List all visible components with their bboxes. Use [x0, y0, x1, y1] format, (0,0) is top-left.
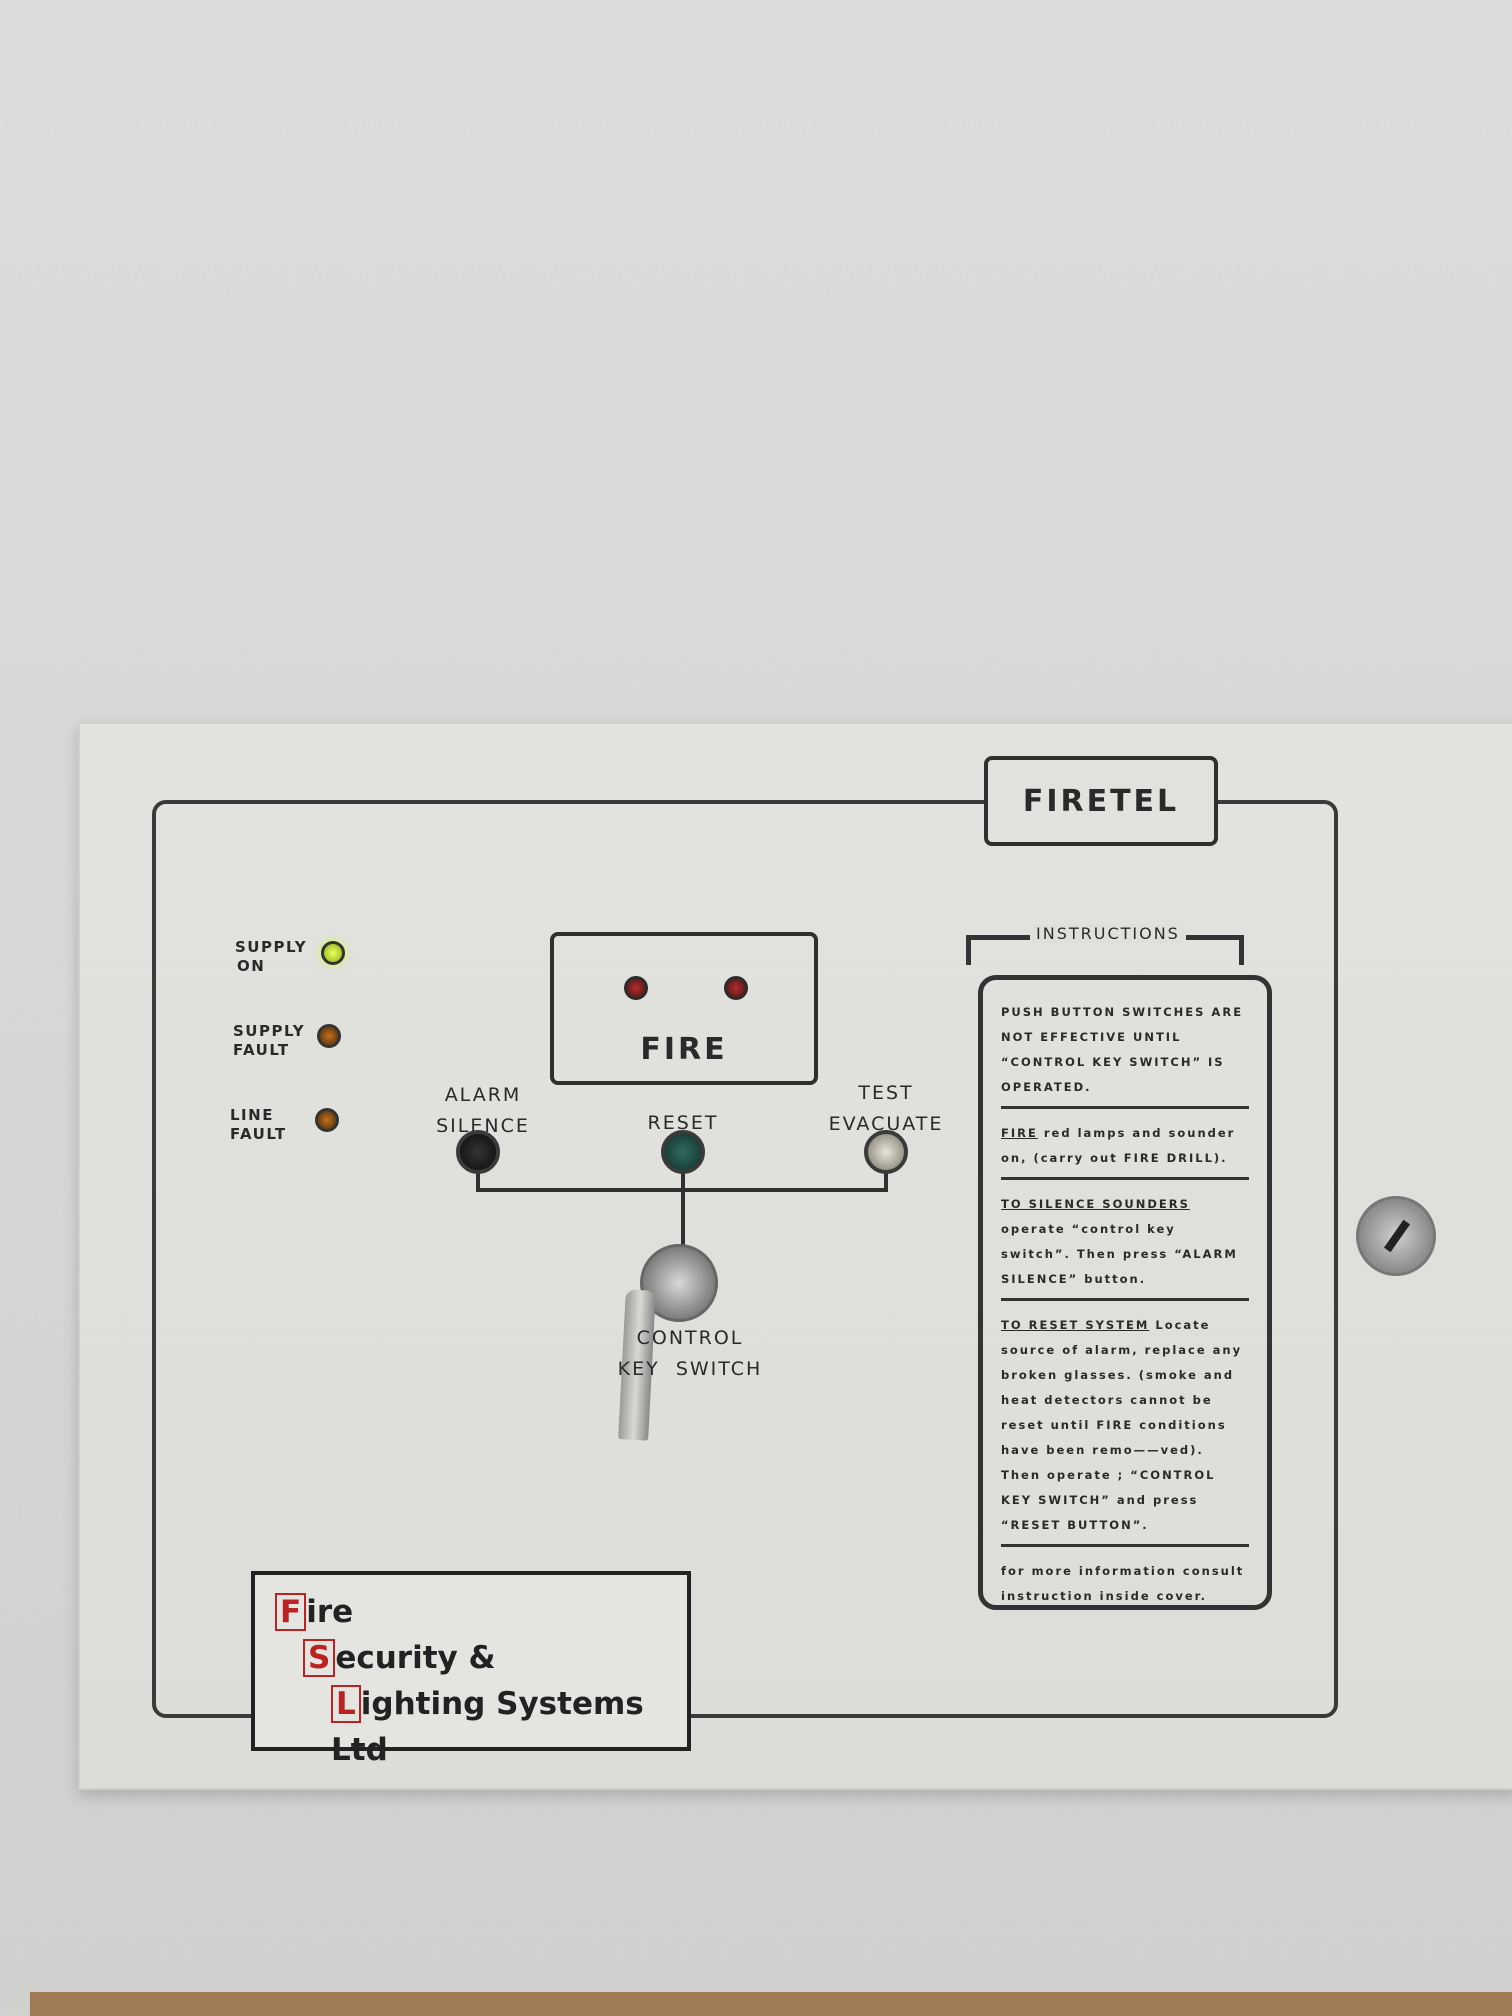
label-line: KEY SWITCH — [617, 1358, 763, 1380]
alarm-silence-button[interactable] — [456, 1130, 500, 1174]
instructions-box: PUSH BUTTON SWITCHES ARE NOT EFFECTIVE U… — [978, 975, 1272, 1610]
logo-initial: S — [303, 1639, 336, 1677]
logo-word: ecurity & — [335, 1640, 496, 1676]
instruction-body: Locate source of alarm, replace any brok… — [1001, 1318, 1243, 1532]
instructions-title: INSTRUCTIONS — [1030, 924, 1186, 943]
fire-lamp-right — [724, 976, 748, 1000]
test-evacuate-label: TEST EVACUATE — [829, 1078, 944, 1140]
instruction-text: TO SILENCE SOUNDERS operate “control key… — [1001, 1192, 1249, 1292]
instruction-text: for more information consult instruction… — [1001, 1564, 1245, 1603]
reset-button[interactable] — [661, 1130, 705, 1174]
instruction-body: red lamps and sounder on, (carry out FIR… — [1001, 1126, 1236, 1165]
control-key-switch-label: CONTROL KEY SWITCH — [618, 1323, 763, 1385]
label-line: FAULT — [233, 1041, 290, 1059]
label-line: ON — [237, 957, 266, 975]
supply-fault-led — [317, 1024, 341, 1048]
instruction-heading: TO RESET SYSTEM — [1001, 1318, 1150, 1332]
wire — [681, 1152, 685, 1264]
label-line: TEST — [858, 1082, 914, 1104]
fire-indicator-box: FIRE — [550, 932, 818, 1085]
divider — [1001, 1177, 1249, 1180]
label-line: ALARM — [444, 1084, 522, 1106]
supply-on-led — [321, 941, 345, 965]
logo-initial: F — [275, 1593, 307, 1631]
instruction-body: operate “control key switch”. Then press… — [1001, 1222, 1238, 1286]
keyhole-icon — [1383, 1219, 1411, 1253]
test-evacuate-button[interactable] — [864, 1130, 908, 1174]
label-line: SUPPLY — [235, 938, 308, 956]
divider — [1001, 1106, 1249, 1109]
brand-label: FIRETEL — [984, 756, 1218, 846]
label-line: CONTROL — [636, 1327, 744, 1349]
logo-word: ighting Systems Ltd — [331, 1686, 644, 1768]
instruction-heading: FIRE — [1001, 1126, 1038, 1140]
alarm-silence-label: ALARM SILENCE — [436, 1080, 530, 1142]
label-line: LINE — [230, 1106, 274, 1124]
label-line: EVACUATE — [828, 1113, 944, 1135]
label-line: FAULT — [230, 1125, 287, 1143]
fire-label: FIRE — [640, 1032, 728, 1067]
logo-word: ire — [306, 1594, 354, 1630]
label-line: SILENCE — [436, 1115, 530, 1137]
instruction-heading: TO SILENCE SOUNDERS — [1001, 1197, 1190, 1211]
door-lock-icon[interactable] — [1356, 1196, 1436, 1276]
wooden-shelf-edge — [30, 1992, 1512, 2016]
line-fault-led — [315, 1108, 339, 1132]
divider — [1001, 1544, 1249, 1547]
reset-label: RESET — [647, 1112, 719, 1134]
divider — [1001, 1298, 1249, 1301]
logo-initial: L — [331, 1685, 361, 1723]
label-line: SUPPLY — [233, 1022, 306, 1040]
fire-lamp-left — [624, 976, 648, 1000]
instruction-text: PUSH BUTTON SWITCHES ARE NOT EFFECTIVE U… — [1001, 1005, 1244, 1094]
instruction-text: FIRE red lamps and sounder on, (carry ou… — [1001, 1121, 1249, 1171]
panel-frame-line — [152, 800, 1338, 1718]
instruction-text: TO RESET SYSTEM Locate source of alarm, … — [1001, 1313, 1249, 1538]
wire — [476, 1188, 888, 1192]
